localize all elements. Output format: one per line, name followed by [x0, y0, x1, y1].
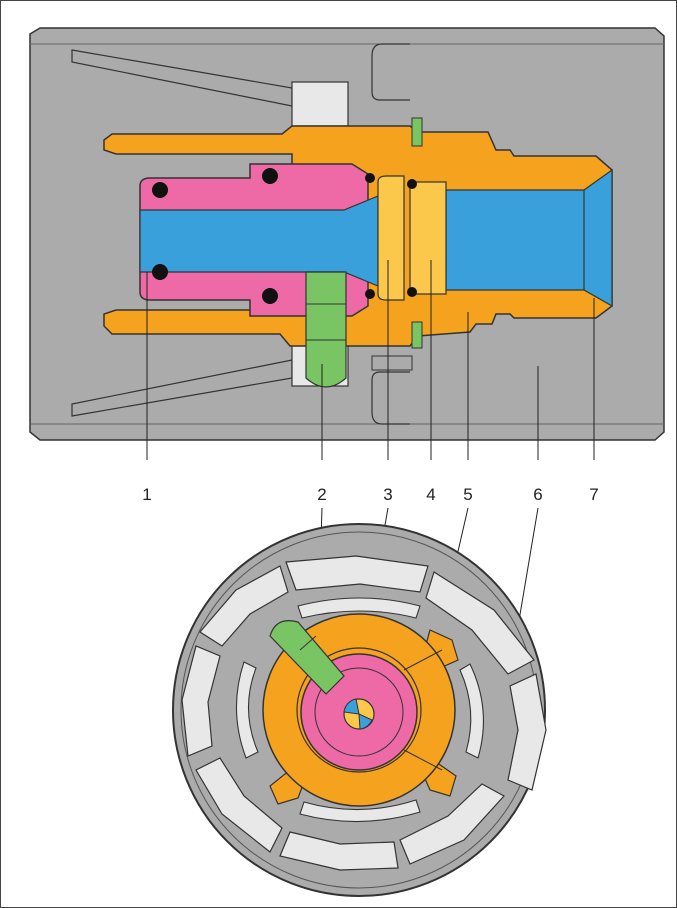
- rib-top: [371, 43, 410, 101]
- rib-slot-bottom: [371, 355, 413, 371]
- outer-window: [199, 565, 289, 647]
- valve-disc-4: [409, 181, 447, 295]
- bore-right: [445, 168, 613, 308]
- o-ring: [262, 288, 278, 304]
- pin-section: [305, 271, 347, 388]
- outer-window: [425, 571, 535, 675]
- o-ring: [365, 173, 375, 183]
- valve-port: [343, 698, 360, 715]
- body-front-inner-ring: [296, 647, 422, 773]
- outer-window: [279, 831, 399, 871]
- inner-slot: [235, 661, 259, 759]
- o-ring: [365, 289, 375, 299]
- insert-front-ring: [314, 667, 404, 757]
- body-front-edge: [403, 649, 443, 671]
- section-view: [29, 27, 665, 441]
- outer-window: [285, 555, 429, 593]
- inner-slot: [299, 799, 421, 823]
- outer-window: [181, 645, 221, 757]
- o-ring: [152, 264, 168, 280]
- o-ring: [407, 287, 417, 297]
- callout-6: 6: [533, 485, 542, 504]
- callout-5: 5: [463, 485, 472, 504]
- o-ring: [262, 168, 278, 184]
- o-ring: [152, 182, 168, 198]
- outer-windows: [181, 555, 547, 871]
- valve-port: [358, 713, 373, 730]
- front-view: [172, 523, 547, 897]
- pin-slot-top: [291, 81, 349, 127]
- leader-lines-top: [146, 260, 595, 460]
- outer-window: [195, 757, 283, 853]
- pin-front-edge: [299, 635, 317, 651]
- clip-top: [411, 117, 423, 147]
- inner-slot: [459, 663, 484, 759]
- callout-2: 2: [317, 485, 326, 504]
- callout-labels: 1 2 3 4 5 6 7: [142, 485, 598, 504]
- o-ring: [407, 179, 417, 189]
- outer-window: [399, 783, 505, 865]
- callout-1: 1: [142, 485, 151, 504]
- clip-bottom: [411, 321, 423, 349]
- valve-disc-3: [377, 175, 405, 301]
- pin-front: [269, 620, 345, 695]
- rib-bottom: [371, 371, 410, 425]
- callout-4: 4: [426, 485, 435, 504]
- callout-7: 7: [589, 485, 598, 504]
- inner-slot: [297, 597, 421, 619]
- body-front-edge: [403, 749, 443, 771]
- callout-3: 3: [383, 485, 392, 504]
- inner-slots: [235, 597, 484, 823]
- outer-window: [507, 673, 547, 791]
